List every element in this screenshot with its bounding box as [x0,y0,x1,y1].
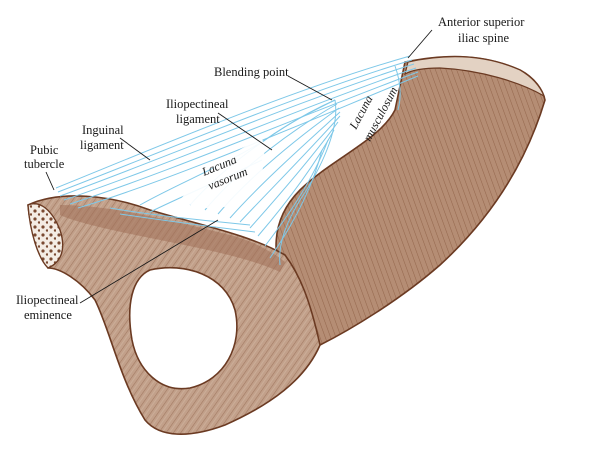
label-blending-point: Blending point [214,65,289,79]
leader-iliopectineal-eminence [79,219,219,304]
iliac-crest-rim [404,55,546,98]
leader-lines [45,29,433,304]
inguinal-ligament [55,55,411,189]
pubic-symphysis-surface [27,203,64,269]
label-iliopectineal-ligament-line2: ligament [176,112,220,126]
label-pubic-tubercle-line2: tubercle [24,157,65,171]
superior-pubic-ramus-shadow [60,205,285,272]
label-iliopectineal-ligament-line1: Iliopectineal [166,97,229,111]
label-inguinal-ligament-line2: ligament [80,138,124,152]
label-asis-line1: Anterior superior [438,15,525,29]
leader-inguinal-ligament [119,137,151,161]
hip-bone [27,55,546,435]
leader-blending-point [287,75,333,101]
label-asis-line2: iliac spine [458,31,509,45]
lacuna-vasorum-opening [180,138,265,209]
iliac-wing [275,55,546,347]
leader-pubic-tubercle [45,171,55,191]
label-iliopectineal-eminence-line1: Iliopectineal [16,293,79,307]
obturator-foramen [129,266,238,390]
leader-iliopectineal-ligament [217,112,273,151]
label-inguinal-ligament-line1: Inguinal [82,123,124,137]
label-pubic-tubercle-line1: Pubic [30,143,59,157]
label-iliopectineal-eminence-line2: eminence [24,308,72,322]
leader-asis [407,29,433,59]
